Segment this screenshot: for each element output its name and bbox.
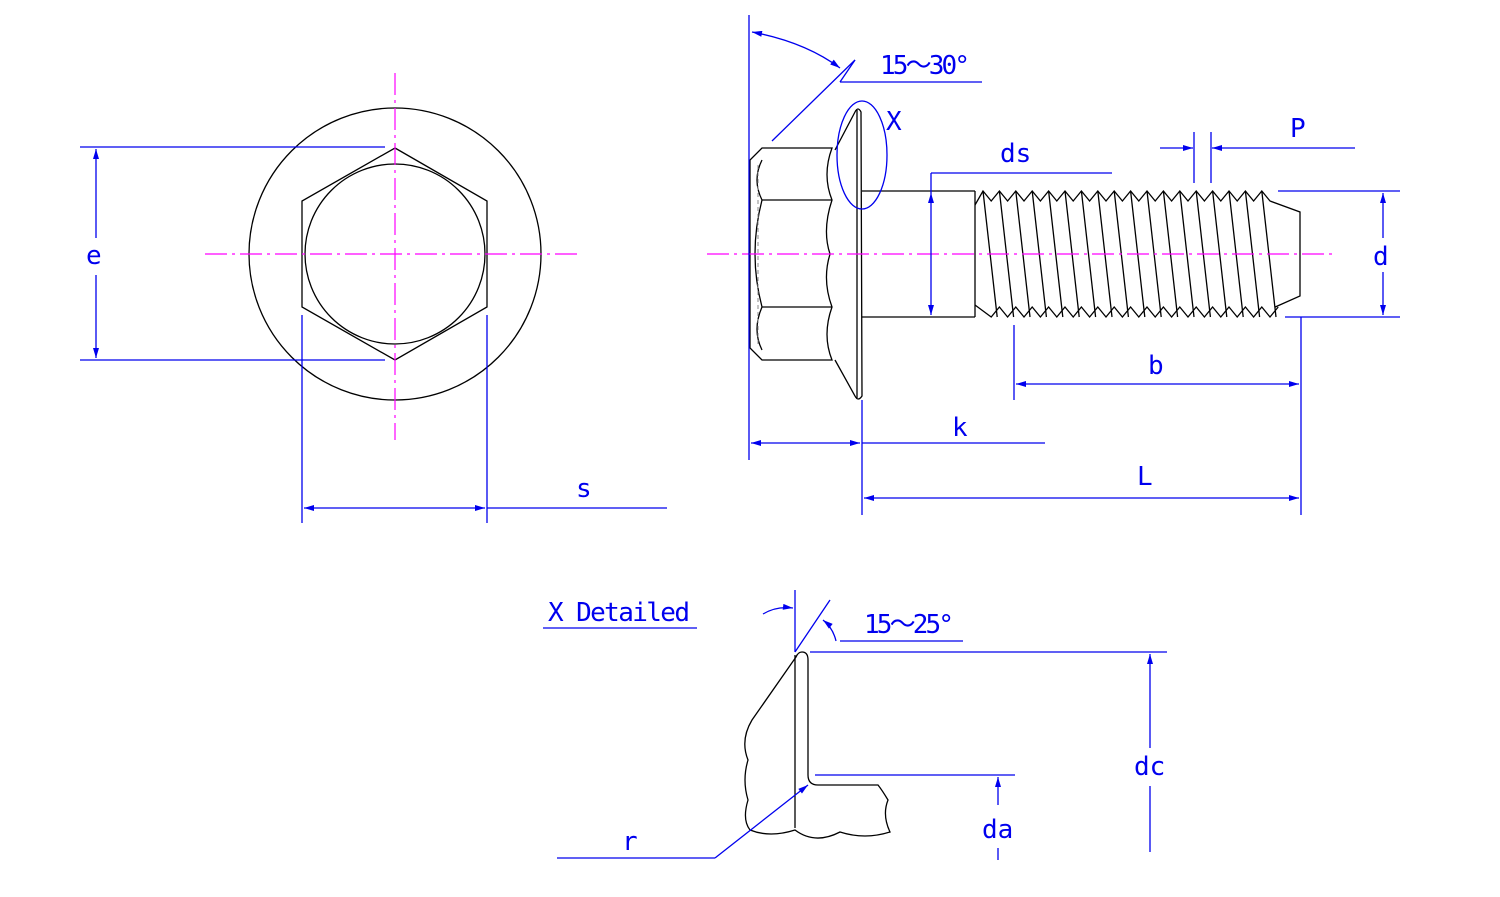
label-x-mark: X	[886, 107, 902, 137]
label-k: k	[952, 413, 968, 443]
hex-head	[749, 147, 833, 361]
label-angle-detail: 15～25°	[864, 610, 954, 640]
label-p: P	[1290, 114, 1306, 144]
label-b: b	[1148, 351, 1164, 381]
label-ds: ds	[1000, 139, 1031, 169]
dimension-labels: e s 15～30° X ds P d b k L X Detailed 15～…	[86, 51, 1389, 857]
label-dc: dc	[1134, 752, 1165, 782]
side-view	[707, 15, 1400, 515]
label-d: d	[1373, 242, 1389, 272]
flange-detail	[744, 651, 891, 839]
label-l: L	[1137, 462, 1153, 492]
detail-x-view	[543, 590, 1167, 860]
label-e: e	[86, 241, 102, 271]
thread-crest-top	[974, 189, 1301, 308]
label-s: s	[576, 474, 592, 504]
label-da: da	[982, 815, 1013, 845]
front-view	[80, 73, 667, 523]
thread-crest-bottom	[974, 304, 1279, 319]
label-r: r	[622, 827, 638, 857]
label-angle-head: 15～30°	[880, 51, 970, 81]
detail-x-marker	[836, 100, 888, 210]
detail-title: X Detailed	[548, 598, 690, 628]
